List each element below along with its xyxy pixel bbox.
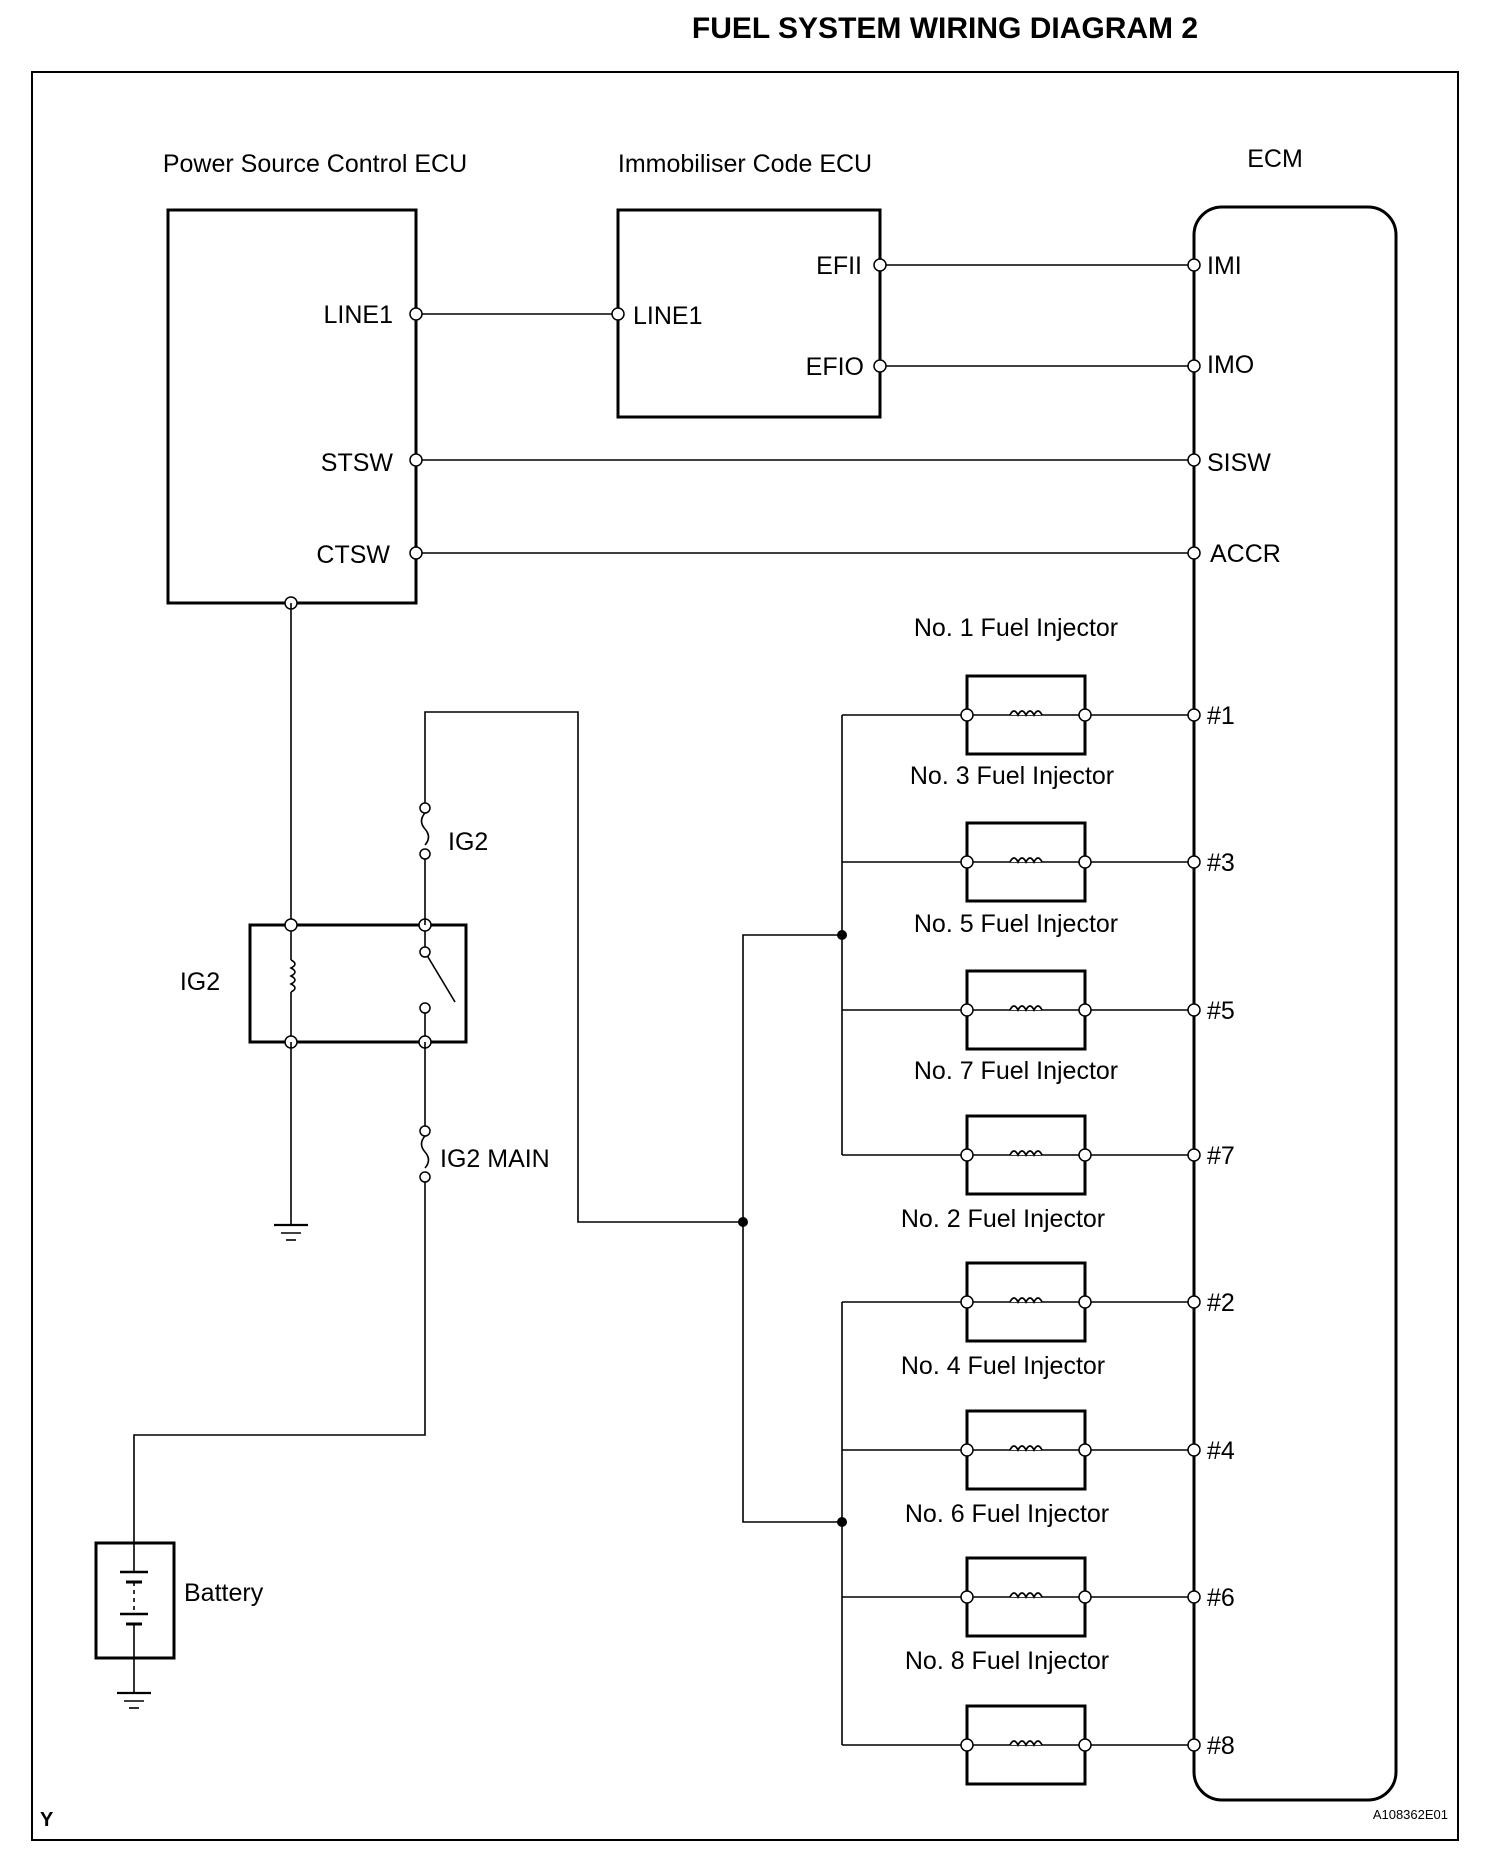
pin-accr-label: ACCR bbox=[1210, 540, 1281, 568]
relay-coil-icon bbox=[289, 959, 296, 993]
document-code: A108362E01 bbox=[1373, 1807, 1448, 1822]
pin-terminal bbox=[409, 453, 423, 467]
battery-label: Battery bbox=[184, 1579, 264, 1607]
ecm-label: ECM bbox=[1247, 145, 1303, 173]
injector-label: No. 7 Fuel Injector bbox=[914, 1057, 1118, 1085]
injector-coil-icon bbox=[1009, 1740, 1043, 1748]
fuel-injector: No. 7 Fuel Injector #7 bbox=[914, 1057, 1235, 1196]
wire-ig2-to-injectors bbox=[424, 711, 743, 1223]
pin-terminal bbox=[409, 307, 423, 321]
ecm-injector-pin-label: #8 bbox=[1207, 1732, 1235, 1760]
immobiliser-code-ecu: Immobiliser Code ECU EFII LINE1 EFIO bbox=[616, 150, 882, 419]
ig2-main-fuse-icon bbox=[419, 1125, 431, 1183]
wire-injector-bus bbox=[742, 934, 842, 1523]
injector-coil-icon bbox=[1009, 1445, 1043, 1453]
pin-ctsw-label: CTSW bbox=[316, 541, 390, 569]
ig2-relay-label: IG2 bbox=[180, 968, 220, 996]
diagram-frame bbox=[31, 71, 1459, 1841]
pin-efio-label: EFIO bbox=[806, 353, 864, 381]
injector-label: No. 4 Fuel Injector bbox=[901, 1352, 1105, 1380]
fuel-injector: No. 6 Fuel Injector #6 bbox=[905, 1500, 1235, 1638]
wire-battery bbox=[133, 1182, 426, 1543]
injector-label: No. 1 Fuel Injector bbox=[914, 614, 1118, 642]
fuel-injector: No. 4 Fuel Injector #4 bbox=[901, 1352, 1235, 1491]
injector-coil-icon bbox=[1009, 710, 1043, 718]
fuel-injector: No. 1 Fuel Injector #1 bbox=[914, 614, 1235, 756]
ig2-fuse-label: IG2 bbox=[448, 828, 488, 856]
power-source-control-ecu: Power Source Control ECU LINE1 STSW CTSW bbox=[163, 150, 467, 605]
ig2-main-fuse-label: IG2 MAIN bbox=[440, 1145, 550, 1173]
connector-pins bbox=[284, 258, 1201, 610]
power-source-ecu-label: Power Source Control ECU bbox=[163, 150, 467, 178]
diagram-title: FUEL SYSTEM WIRING DIAGRAM 2 bbox=[692, 12, 1198, 45]
injector-label: No. 5 Fuel Injector bbox=[914, 910, 1118, 938]
battery: Battery bbox=[94, 1541, 264, 1660]
pin-terminal bbox=[611, 307, 625, 321]
pin-terminal bbox=[1187, 453, 1201, 467]
battery-icon bbox=[120, 1543, 148, 1658]
pin-line1-label: LINE1 bbox=[324, 301, 393, 329]
pin-efii-label: EFII bbox=[816, 252, 862, 280]
pin-imi-label: IMI bbox=[1207, 252, 1242, 280]
injector-label: No. 8 Fuel Injector bbox=[905, 1647, 1109, 1675]
ig2-fuse-icon bbox=[419, 802, 431, 865]
fuel-injector: No. 8 Fuel Injector #8 bbox=[905, 1647, 1235, 1786]
pin-stsw-label: STSW bbox=[321, 449, 394, 477]
ecm-injector-pin-label: #4 bbox=[1207, 1437, 1235, 1465]
ig2-relay: IG2 bbox=[180, 918, 468, 1049]
ground-icon bbox=[274, 1223, 308, 1241]
ecm-injector-pin-label: #3 bbox=[1207, 849, 1235, 877]
injector-coil-icon bbox=[1009, 1297, 1043, 1305]
fuel-injector: No. 5 Fuel Injector #5 bbox=[914, 910, 1235, 1051]
injector-coil-icon bbox=[1009, 857, 1043, 865]
pin-terminal bbox=[873, 258, 887, 272]
pin-immo-line1-label: LINE1 bbox=[633, 302, 702, 330]
ecm-injector-pin-label: #2 bbox=[1207, 1289, 1235, 1317]
injector-coil-icon bbox=[1009, 1005, 1043, 1013]
pin-terminal bbox=[1187, 546, 1201, 560]
fuel-injector: No. 3 Fuel Injector #3 bbox=[910, 762, 1235, 903]
fuel-injectors: No. 1 Fuel Injector #1No. 3 Fuel Injector… bbox=[901, 614, 1235, 1786]
pin-sisw-label: SISW bbox=[1207, 449, 1271, 477]
injector-label: No. 2 Fuel Injector bbox=[901, 1205, 1105, 1233]
ecm-injector-pin-label: #1 bbox=[1207, 702, 1235, 730]
pin-terminal bbox=[1187, 359, 1201, 373]
ig2-relay-box bbox=[248, 923, 468, 1044]
ecm: ECM IMI IMO SISW ACCR bbox=[1192, 145, 1398, 1802]
injector-label: No. 3 Fuel Injector bbox=[910, 762, 1114, 790]
junction-dot bbox=[738, 1217, 748, 1227]
battery-box bbox=[94, 1541, 176, 1660]
immobiliser-ecu-label: Immobiliser Code ECU bbox=[618, 150, 872, 178]
pin-terminal bbox=[873, 359, 887, 373]
corner-mark: Y bbox=[40, 1809, 54, 1831]
injector-coil-icon bbox=[1009, 1592, 1043, 1600]
ecm-injector-pin-label: #5 bbox=[1207, 997, 1235, 1025]
injector-coil-icon bbox=[1009, 1150, 1043, 1158]
injector-label: No. 6 Fuel Injector bbox=[905, 1500, 1109, 1528]
pin-imo-label: IMO bbox=[1207, 351, 1254, 379]
fuel-injector: No. 2 Fuel Injector #2 bbox=[901, 1205, 1235, 1343]
pin-terminal bbox=[409, 546, 423, 560]
relay-switch-icon bbox=[424, 951, 456, 1003]
ecm-injector-pin-label: #7 bbox=[1207, 1142, 1235, 1170]
ecm-injector-pin-label: #6 bbox=[1207, 1584, 1235, 1612]
pin-terminal bbox=[1187, 258, 1201, 272]
ground-icon bbox=[117, 1691, 151, 1709]
